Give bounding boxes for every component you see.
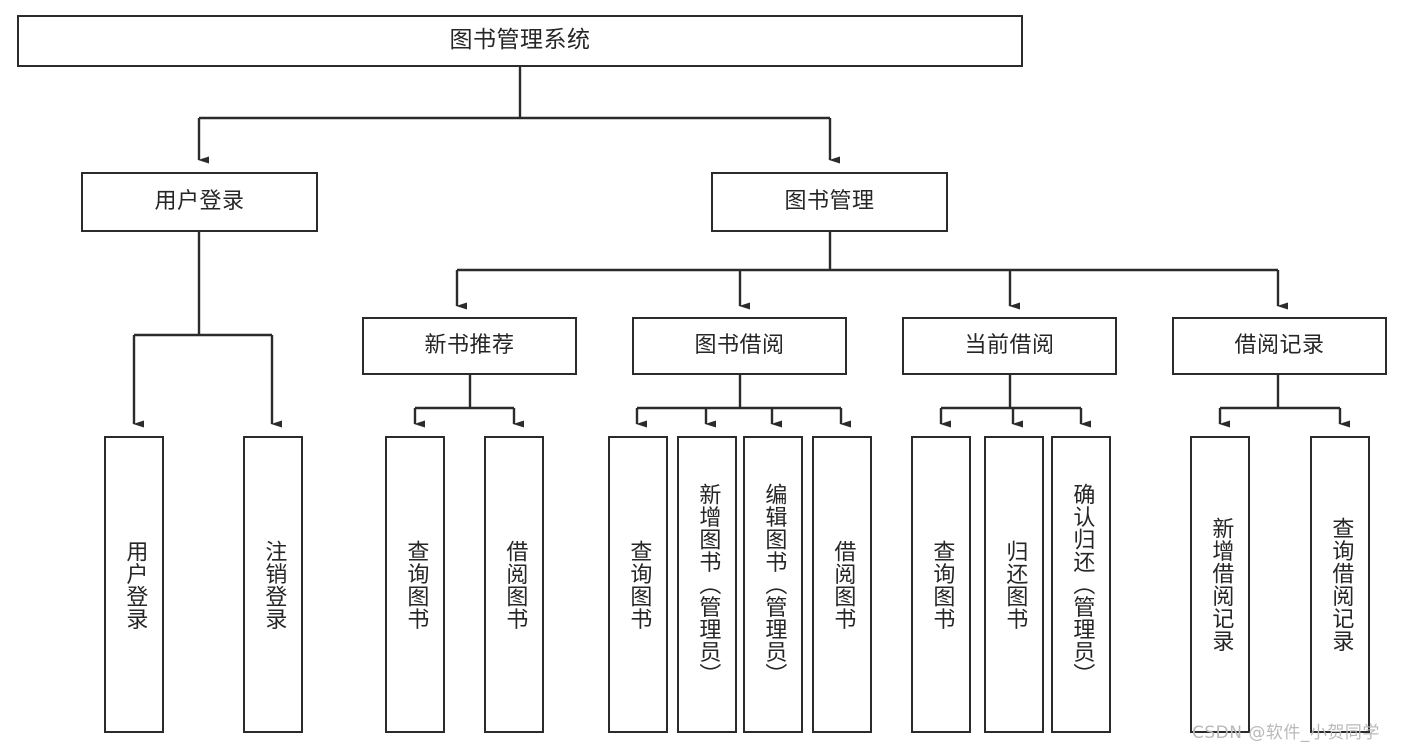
node-leaf-query-book-1[interactable]: 查询图书 xyxy=(385,436,445,733)
node-leaf-add-borrow-record[interactable]: 新增借阅记录 xyxy=(1190,436,1250,733)
node-book-borrow[interactable]: 图书借阅 xyxy=(632,317,847,375)
node-leaf-add-book-admin[interactable]: 新增图书（管理员） xyxy=(677,436,737,733)
node-leaf-query-book-2[interactable]: 查询图书 xyxy=(608,436,668,733)
node-book-manage[interactable]: 图书管理 xyxy=(711,172,948,232)
node-leaf-borrow-book-1[interactable]: 借阅图书 xyxy=(484,436,544,733)
node-leaf-user-logout[interactable]: 注销登录 xyxy=(243,436,303,733)
edge-book-borrow-to-leaves xyxy=(635,375,851,428)
node-leaf-edit-book-admin[interactable]: 编辑图书（管理员） xyxy=(743,436,803,733)
node-new-book-recommend[interactable]: 新书推荐 xyxy=(362,317,577,375)
edge-borrow-record-to-leaves xyxy=(1218,375,1350,428)
edge-root-to-level2 xyxy=(197,67,840,164)
csdn-watermark: CSDN @软件_小贺同学 xyxy=(1192,723,1380,743)
edge-new-book-recommend-to-leaves xyxy=(413,375,524,428)
node-leaf-borrow-book-2[interactable]: 借阅图书 xyxy=(812,436,872,733)
node-leaf-query-borrow-record[interactable]: 查询借阅记录 xyxy=(1310,436,1370,733)
node-root-system[interactable]: 图书管理系统 xyxy=(17,15,1023,67)
edge-current-borrow-to-leaves xyxy=(939,375,1091,428)
node-leaf-return-book[interactable]: 归还图书 xyxy=(984,436,1044,733)
node-leaf-user-login[interactable]: 用户登录 xyxy=(104,436,164,733)
edge-user-login-to-leaves xyxy=(132,232,282,428)
node-leaf-query-book-3[interactable]: 查询图书 xyxy=(911,436,971,733)
node-user-login[interactable]: 用户登录 xyxy=(81,172,318,232)
node-current-borrow[interactable]: 当前借阅 xyxy=(902,317,1117,375)
edge-book-manage-to-level3 xyxy=(455,232,1288,310)
node-borrow-record[interactable]: 借阅记录 xyxy=(1172,317,1387,375)
node-leaf-confirm-return-admin[interactable]: 确认归还（管理员） xyxy=(1051,436,1111,733)
